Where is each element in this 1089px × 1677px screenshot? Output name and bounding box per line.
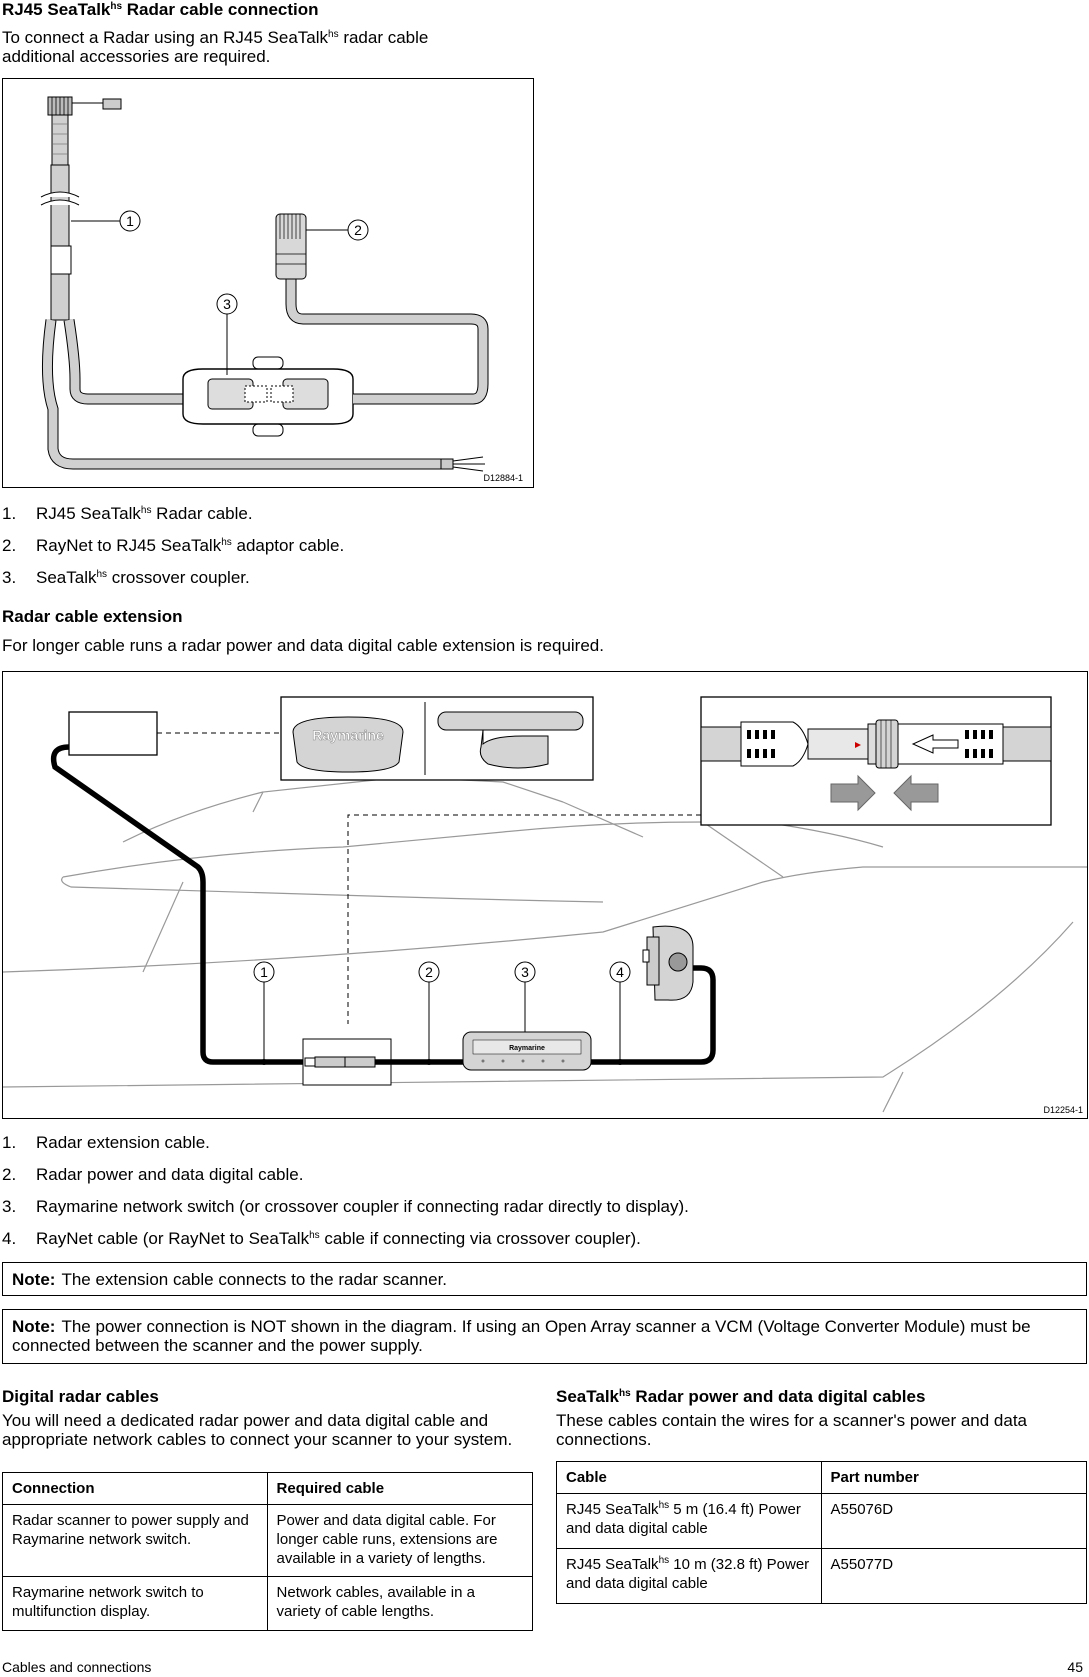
table-cell: RJ45 SeaTalkhs 10 m (32.8 ft) Power and … bbox=[556, 1548, 822, 1604]
callout-2: 2 bbox=[425, 964, 433, 980]
table-row: RJ45 SeaTalkhs 10 m (32.8 ft) Power and … bbox=[556, 1548, 1087, 1604]
callout-2: 2 bbox=[354, 222, 362, 238]
table-cell: Radar scanner to power supply and Raymar… bbox=[2, 1504, 268, 1577]
section-title-seatalk: SeaTalkhs Radar power and data digital c… bbox=[556, 1387, 926, 1406]
section-intro-extension: For longer cable runs a radar power and … bbox=[2, 636, 604, 655]
table-header: Required cable bbox=[266, 1472, 534, 1505]
section-intro-rj45: To connect a Radar using an RJ45 SeaTalk… bbox=[2, 28, 429, 66]
note-box: Note:The power connection is NOT shown i… bbox=[2, 1309, 1087, 1364]
table-row: Radar scanner to power supply and Raymar… bbox=[2, 1504, 534, 1577]
table-header: Connection bbox=[2, 1472, 268, 1505]
note-label: Note: bbox=[12, 1270, 56, 1289]
callout-3: 3 bbox=[223, 296, 231, 312]
note-text: The extension cable connects to the rada… bbox=[61, 1270, 448, 1289]
section-intro-seatalk: These cables contain the wires for a sca… bbox=[556, 1411, 1028, 1449]
figure-rj45-cable: 1 2 3 D12884-1 bbox=[2, 78, 534, 488]
callout-4: 4 bbox=[616, 964, 624, 980]
table-cell: A55077D bbox=[820, 1548, 1087, 1604]
digital-cable-table: Connection Required cable Radar scanner … bbox=[2, 1472, 534, 1631]
note-box: Note: The extension cable connects to the… bbox=[2, 1262, 1087, 1296]
brand-logo: Raymarine bbox=[312, 727, 384, 743]
section-intro-digital: You will need a dedicated radar power an… bbox=[2, 1411, 513, 1449]
table-cell: A55076D bbox=[820, 1493, 1087, 1549]
table-header: Cable bbox=[556, 1461, 822, 1494]
figure-radar-extension: Raymarine bbox=[2, 671, 1088, 1119]
table-row: Raymarine network switch to multifunctio… bbox=[2, 1576, 534, 1631]
section-title-rj45: RJ45 SeaTalkhs Radar cable connection bbox=[2, 0, 319, 19]
table-cell: RJ45 SeaTalkhs 5 m (16.4 ft) Power and d… bbox=[556, 1493, 822, 1549]
footer-page-number: 45 bbox=[1067, 1659, 1083, 1675]
figure-id: D12884-1 bbox=[483, 473, 523, 483]
section-title-digital: Digital radar cables bbox=[2, 1387, 159, 1406]
seatalk-cable-table: Cable Part number RJ45 SeaTalkhs 5 m (16… bbox=[556, 1461, 1087, 1604]
note-label: Note: bbox=[12, 1317, 56, 1336]
section-title-extension: Radar cable extension bbox=[2, 607, 183, 626]
note-text: The power connection is NOT shown in the… bbox=[12, 1317, 1031, 1355]
table-header: Part number bbox=[820, 1461, 1087, 1494]
table-row: RJ45 SeaTalkhs 5 m (16.4 ft) Power and d… bbox=[556, 1493, 1087, 1549]
callout-1: 1 bbox=[260, 964, 268, 980]
callout-3: 3 bbox=[521, 964, 529, 980]
footer-section-name: Cables and connections bbox=[2, 1659, 152, 1675]
switch-logo: Raymarine bbox=[509, 1045, 545, 1052]
table-cell: Network cables, available in a variety o… bbox=[266, 1576, 534, 1631]
table-header-row: Cable Part number bbox=[556, 1461, 1087, 1494]
callout-1: 1 bbox=[126, 213, 134, 229]
table-cell: Power and data digital cable. For longer… bbox=[266, 1504, 534, 1577]
table-header-row: Connection Required cable bbox=[2, 1472, 534, 1505]
table-cell: Raymarine network switch to multifunctio… bbox=[2, 1576, 268, 1631]
figure-id: D12254-1 bbox=[1043, 1105, 1083, 1115]
